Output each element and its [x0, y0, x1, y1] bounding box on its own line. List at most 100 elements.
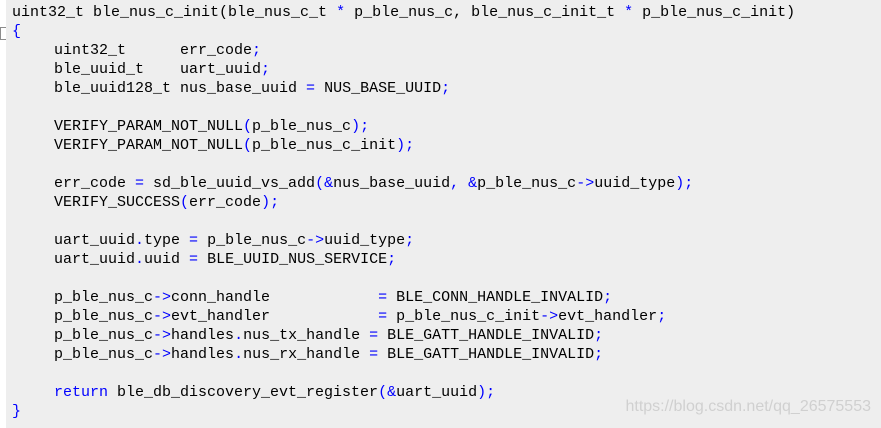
code-operator: (	[243, 118, 253, 135]
code-operator: ;	[657, 308, 667, 325]
code-token: ble_uuid_t uart_uuid	[54, 61, 262, 78]
code-line	[12, 212, 795, 231]
code-token: err_code	[54, 175, 136, 192]
code-keyword: return	[54, 384, 109, 401]
code-operator: ->	[153, 327, 172, 344]
code-line: err_code = sd_ble_uuid_vs_add(&nus_base_…	[12, 174, 795, 193]
code-operator: (	[243, 137, 253, 154]
code-line: VERIFY_PARAM_NOT_NULL(p_ble_nus_c);	[12, 117, 795, 136]
code-token: p_ble_nus_c_init	[387, 308, 541, 325]
code-token: evt_handler	[558, 308, 658, 325]
code-operator: (&	[315, 175, 334, 192]
code-line: uint32_t ble_nus_c_init(ble_nus_c_t * p_…	[12, 3, 795, 22]
code-operator: ,	[450, 175, 460, 192]
code-operator: ->	[153, 308, 172, 325]
code-token: ble_db_discovery_evt_register	[108, 384, 379, 401]
code-line	[12, 269, 795, 288]
code-operator: =	[369, 327, 379, 344]
code-token: BLE_GATT_HANDLE_INVALID	[378, 327, 595, 344]
code-line	[12, 155, 795, 174]
code-operator: ;	[441, 80, 451, 97]
code-token: uart_uuid	[396, 384, 478, 401]
code-operator: );	[477, 384, 496, 401]
code-line: p_ble_nus_c->evt_handler = p_ble_nus_c_i…	[12, 307, 795, 326]
code-token: uint32_t err_code	[54, 42, 253, 59]
code-line	[12, 98, 795, 117]
code-operator: (&	[378, 384, 397, 401]
fold-marker-icon[interactable]	[0, 27, 6, 40]
code-token: uint32_t ble_nus_c_init(ble_nus_c_t	[12, 4, 337, 21]
code-operator: ;	[252, 42, 262, 59]
code-line: ble_uuid128_t nus_base_uuid = NUS_BASE_U…	[12, 79, 795, 98]
code-operator: ->	[540, 308, 559, 325]
code-token: VERIFY_PARAM_NOT_NULL	[54, 137, 244, 154]
code-token: uuid_type	[594, 175, 676, 192]
code-operator: );	[396, 137, 415, 154]
code-token: VERIFY_SUCCESS	[54, 194, 181, 211]
code-token: handles	[171, 346, 235, 363]
code-operator: *	[624, 4, 634, 21]
code-operator: =	[378, 289, 388, 306]
code-operator: ->	[153, 289, 172, 306]
code-token: BLE_GATT_HANDLE_INVALID	[378, 346, 595, 363]
code-token: VERIFY_PARAM_NOT_NULL	[54, 118, 244, 135]
code-operator: ;	[594, 327, 604, 344]
code-line: VERIFY_SUCCESS(err_code);	[12, 193, 795, 212]
code-operator: ->	[576, 175, 595, 192]
code-line: ble_uuid_t uart_uuid;	[12, 60, 795, 79]
code-operator: .	[135, 232, 145, 249]
code-token: p_ble_nus_c_init	[252, 137, 397, 154]
code-line: p_ble_nus_c->handles.nus_rx_handle = BLE…	[12, 345, 795, 364]
code-token: nus_tx_handle	[243, 327, 370, 344]
code-area[interactable]: uint32_t ble_nus_c_init(ble_nus_c_t * p_…	[6, 0, 881, 428]
code-operator: =	[369, 346, 379, 363]
code-operator: .	[234, 327, 244, 344]
code-token	[459, 175, 468, 192]
code-token: type	[144, 232, 190, 249]
code-operator: (	[180, 194, 190, 211]
code-operator: ->	[153, 346, 172, 363]
editor-gutter	[0, 0, 6, 428]
code-token: p_ble_nus_c	[54, 327, 154, 344]
code-token: uart_uuid	[54, 232, 136, 249]
code-operator: ;	[261, 61, 271, 78]
code-operator: =	[189, 251, 199, 268]
code-token: err_code	[189, 194, 262, 211]
code-operator: .	[135, 251, 145, 268]
code-token: sd_ble_uuid_vs_add	[144, 175, 316, 192]
code-operator: *	[336, 4, 346, 21]
code-token: uuid_type	[324, 232, 406, 249]
code-line: uint32_t err_code;	[12, 41, 795, 60]
code-operator: ;	[603, 289, 613, 306]
code-operator: );	[351, 118, 370, 135]
code-token: NUS_BASE_UUID	[315, 80, 442, 97]
code-token: p_ble_nus_c_init)	[633, 4, 796, 21]
code-token: p_ble_nus_c	[252, 118, 352, 135]
code-operator: ;	[405, 232, 415, 249]
code-operator: =	[306, 80, 316, 97]
code-token: handles	[171, 327, 235, 344]
code-token: p_ble_nus_c	[198, 232, 307, 249]
code-token: uuid	[144, 251, 190, 268]
code-operator: =	[189, 232, 199, 249]
code-token: BLE_CONN_HANDLE_INVALID	[387, 289, 604, 306]
code-operator: ;	[594, 346, 604, 363]
code-line: uart_uuid.uuid = BLE_UUID_NUS_SERVICE;	[12, 250, 795, 269]
code-token: p_ble_nus_c	[54, 308, 154, 325]
code-line: VERIFY_PARAM_NOT_NULL(p_ble_nus_c_init);	[12, 136, 795, 155]
code-operator: );	[261, 194, 280, 211]
code-token: p_ble_nus_c	[477, 175, 577, 192]
code-line: p_ble_nus_c->conn_handle = BLE_CONN_HAND…	[12, 288, 795, 307]
code-token: ble_uuid128_t nus_base_uuid	[54, 80, 307, 97]
code-line: p_ble_nus_c->handles.nus_tx_handle = BLE…	[12, 326, 795, 345]
code-operator: =	[135, 175, 145, 192]
code-operator: ->	[306, 232, 325, 249]
watermark: https://blog.csdn.net/qq_26575553	[625, 398, 871, 415]
code-line: uart_uuid.type = p_ble_nus_c->uuid_type;	[12, 231, 795, 250]
code-line: return ble_db_discovery_evt_register(&ua…	[12, 383, 795, 402]
code-operator: .	[234, 346, 244, 363]
code-token: BLE_UUID_NUS_SERVICE	[198, 251, 388, 268]
code-token: nus_base_uuid	[333, 175, 451, 192]
code-operator: );	[675, 175, 694, 192]
